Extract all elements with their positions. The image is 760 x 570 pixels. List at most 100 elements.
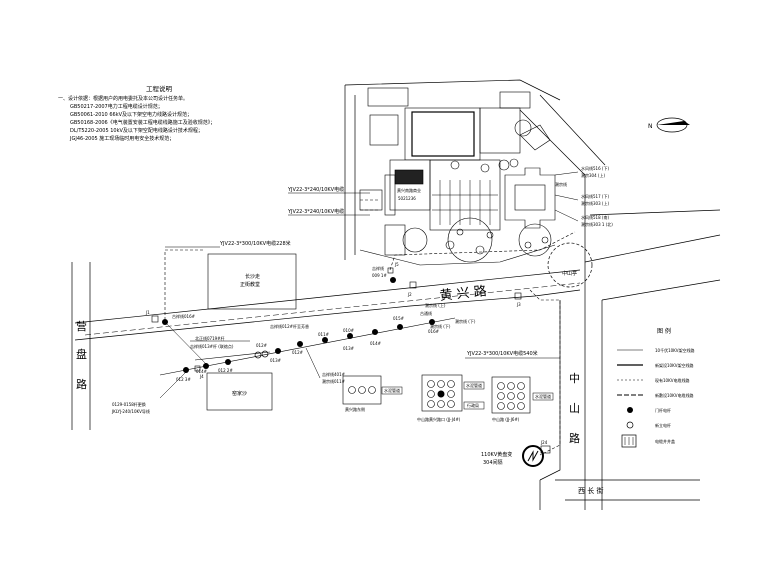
pavilion-label: 中山亭	[562, 270, 577, 277]
line-annotations: 古祥线016# 北正线0719#杆 吉祥线013#杆 (联络点) 吉祥线012#…	[111, 165, 613, 414]
svg-text:012#: 012#	[256, 343, 268, 348]
notes-line-2: GB50217-2007电力工程电缆设计规范；	[70, 104, 163, 110]
legend: 图 例 10千伏10KV架空线路 新架设10KV架空线路 现有10KV电缆线路 …	[617, 327, 695, 448]
svg-text:古通线: 古通线	[420, 310, 432, 316]
road-zhongshan-2: 山	[569, 402, 580, 415]
cable-well-icon	[621, 434, 637, 448]
road-zhongshan-3: 路	[569, 432, 580, 445]
engineering-notes: 工程说明 一、设计依据：根据用户的用电委托及本公司设计任务单。 GB50217-…	[58, 85, 318, 143]
svg-text:013#: 013#	[270, 358, 282, 363]
svg-text:窑家沙: 窑家沙	[232, 390, 247, 397]
svg-text:J3: J3	[516, 302, 521, 307]
svg-text:新架设10KV架空线路: 新架设10KV架空线路	[655, 362, 693, 368]
road-zhongshan-1: 中	[569, 372, 580, 385]
compass-icon: N	[648, 117, 690, 133]
svg-text:10千伏10KV架空线路: 10千伏10KV架空线路	[655, 347, 695, 353]
conduit-box-1: 水泥管道 黄兴路东侧	[342, 375, 403, 412]
svg-text:009 1#: 009 1#	[372, 273, 387, 278]
road-yingpan-2: 盘	[76, 347, 87, 361]
svg-text:潮宗线011#: 潮宗线011#	[322, 378, 346, 384]
leader-lines	[159, 171, 579, 399]
conduit-box-2: 水泥管道 行政局 中山路黄兴路口 (JJ-J4#)	[417, 374, 485, 422]
svg-text:0129-0158杆更换: 0129-0158杆更换	[112, 401, 146, 407]
svg-text:J2: J2	[407, 292, 412, 297]
svg-text:015#: 015#	[393, 316, 405, 321]
svg-text:潮宗线 (下): 潮宗线 (下)	[430, 323, 451, 329]
svg-text:012#: 012#	[292, 350, 304, 355]
svg-text:J5: J5	[394, 262, 399, 267]
svg-text:110KV黄盘变: 110KV黄盘变	[481, 451, 512, 458]
road-yingpan-3: 路	[76, 378, 87, 391]
svg-text:J24: J24	[540, 440, 548, 445]
substation: J24 110KV黄盘变 304间隔	[481, 440, 551, 467]
notes-line-6: JGJ46-2005 施工现场临时用电安全技术规范；	[70, 136, 175, 142]
building-cluster	[359, 87, 556, 266]
legend-title: 图 例	[657, 327, 671, 335]
svg-text:013#: 013#	[343, 346, 355, 351]
notes-title: 工程说明	[146, 85, 172, 93]
notes-line-5: DL/T5220-2005 10kV及以下架空配电线路设计技术规程；	[70, 128, 203, 134]
building-tag: 黄兴南路商业	[397, 187, 421, 193]
svg-text:014#: 014#	[370, 341, 382, 346]
svg-text:J1: J1	[145, 310, 150, 315]
svg-text:水风线517 (下): 水风线517 (下)	[581, 193, 609, 199]
svg-text:吉祥线: 吉祥线	[372, 265, 384, 271]
svg-text:行政局: 行政局	[467, 402, 479, 408]
overhead-line	[159, 317, 456, 376]
svg-text:吉祥线401#: 吉祥线401#	[322, 371, 346, 377]
svg-text:长沙走: 长沙走	[245, 273, 260, 280]
svg-text:现有10KV电缆线路: 现有10KV电缆线路	[655, 377, 689, 383]
svg-text:中山路黄兴路口 (JJ-J4#): 中山路黄兴路口 (JJ-J4#)	[417, 416, 461, 422]
notes-line-4: GB50168-2006《电气装置安装工程电缆线路施工及验收规范》；	[70, 120, 216, 126]
svg-text:古祥线016#: 古祥线016#	[172, 313, 196, 319]
junction-markers	[151, 267, 522, 372]
conduit-box-3: 水泥管道 中山路 (JJ-J6#)	[491, 376, 554, 422]
svg-text:水泥管道: 水泥管道	[384, 387, 400, 393]
church-block: 长沙走 正街教堂	[207, 253, 297, 310]
svg-text:正街教堂: 正街教堂	[240, 281, 260, 288]
cable-label-228m: YJV22-3*300/10KV电缆228米	[219, 240, 291, 247]
road-yingpan-1: 营	[76, 319, 87, 333]
svg-text:北正线0719#杆: 北正线0719#杆	[195, 335, 225, 341]
svg-text:304间隔: 304间隔	[483, 459, 503, 466]
svg-text:黄兴路东侧: 黄兴路东侧	[345, 406, 365, 412]
cable-label-240-b: YJV22-3*240/10KV电缆	[287, 208, 344, 215]
cable-label-240-a: YJV22-3*240/10KV电缆	[287, 186, 344, 193]
pole-markers	[162, 277, 435, 373]
svg-text:012 2#: 012 2#	[218, 368, 233, 373]
building-number: 5021236	[398, 196, 416, 201]
road-huangxing: 黄 兴 路	[439, 283, 488, 304]
svg-text:门杆电杆: 门杆电杆	[655, 407, 671, 413]
svg-text:011#: 011#	[318, 332, 330, 337]
notes-line-3: GB50061-2010 66kV及以下架空电力线路设计规范；	[70, 112, 193, 118]
svg-text:电缆井井盖: 电缆井井盖	[655, 438, 675, 444]
road-names: 黄 兴 路 营 盘 路 中 山 路 西 长 街	[76, 283, 603, 495]
svg-text:潮宗线303 1 (北): 潮宗线303 1 (北)	[581, 221, 613, 227]
svg-text:潮宗线 (下): 潮宗线 (下)	[455, 318, 476, 324]
svg-text:010#: 010#	[343, 328, 355, 333]
svg-text:中山路 (JJ-J6#): 中山路 (JJ-J6#)	[492, 416, 520, 422]
svg-text:014#: 014#	[196, 369, 208, 374]
svg-text:吉祥线013#杆 (联络点): 吉祥线013#杆 (联络点)	[190, 343, 234, 349]
svg-text:水风线518 (南): 水风线518 (南)	[581, 214, 609, 220]
road-network	[71, 79, 721, 510]
notes-line-1: 一、设计依据：根据用户的用电委托及本公司设计任务单。	[58, 96, 189, 102]
svg-text:新立电杆: 新立电杆	[655, 422, 671, 428]
svg-text:N: N	[648, 123, 653, 130]
svg-text:潮宗线303 (上): 潮宗线303 (上)	[581, 200, 609, 206]
svg-text:潮宗线: 潮宗线	[555, 181, 567, 187]
svg-text:新敷设10KV电缆线路: 新敷设10KV电缆线路	[655, 392, 693, 398]
svg-text:016#: 016#	[428, 329, 440, 334]
svg-text:潮宗线 (上): 潮宗线 (上)	[425, 302, 446, 308]
svg-text:水风线516 (下): 水风线516 (下)	[581, 165, 609, 171]
svg-text:潮宗304 (上): 潮宗304 (上)	[581, 172, 605, 178]
yingjiasha-block: 窑家沙	[206, 372, 273, 411]
road-xichang: 西 长 街	[578, 486, 603, 495]
svg-text:吉祥线012#杆至芳香: 吉祥线012#杆至芳香	[270, 323, 309, 329]
zhongshan-pavilion: 中山亭	[547, 242, 593, 288]
svg-text:JKLYJ-240/10KV导线: JKLYJ-240/10KV导线	[111, 408, 150, 414]
svg-text:水泥管道: 水泥管道	[466, 382, 482, 388]
svg-text:J4: J4	[199, 374, 204, 379]
svg-text:012 3#: 012 3#	[176, 377, 191, 382]
